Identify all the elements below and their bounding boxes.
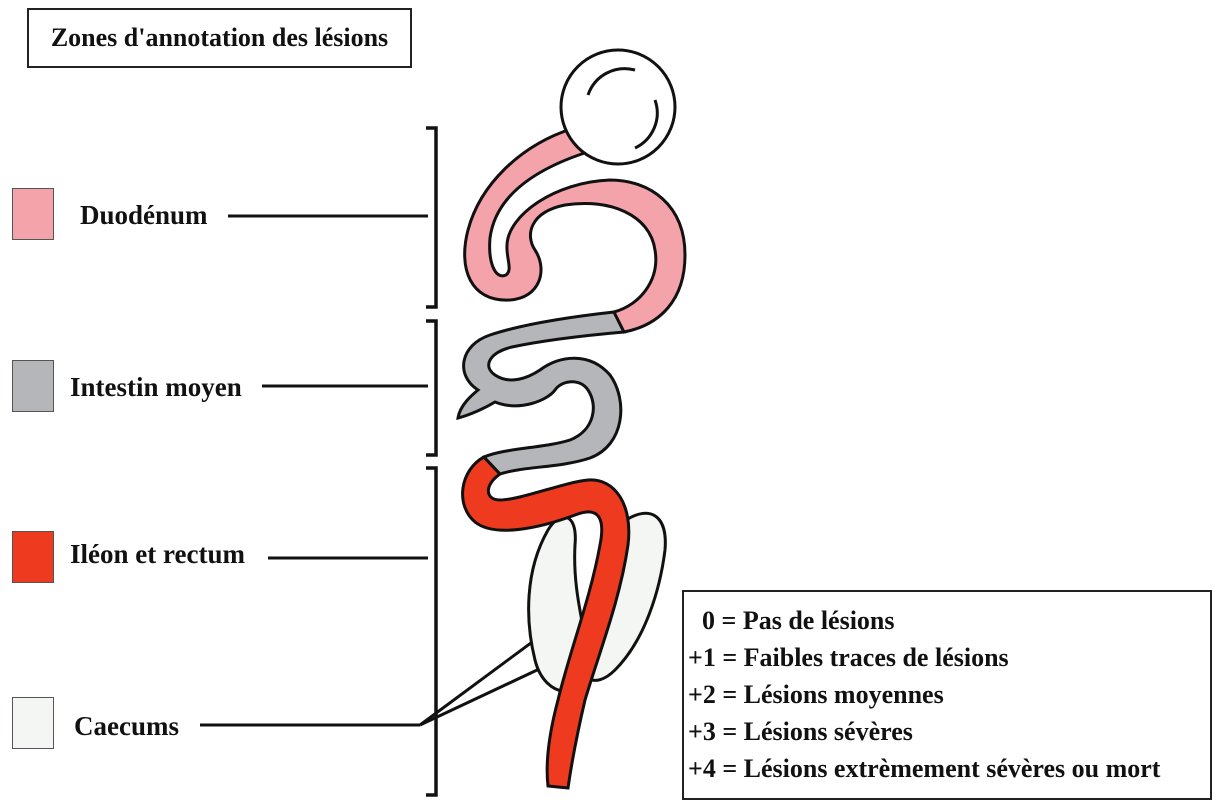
ileon-rectum-bracket bbox=[426, 468, 436, 795]
intestin-moyen-bracket bbox=[426, 321, 436, 455]
scale-item-0: 0 = Pas de lésions bbox=[688, 602, 1210, 639]
lesion-score-scale: 0 = Pas de lésions +1 = Faibles traces d… bbox=[682, 590, 1212, 800]
scale-item-1: +1 = Faibles traces de lésions bbox=[688, 639, 1210, 676]
gizzard-group bbox=[561, 50, 675, 164]
duodenum-segment bbox=[465, 128, 685, 332]
intestin-moyen-segment bbox=[458, 312, 624, 474]
scale-item-4: +4 = Lésions extrèmement sévères ou mort bbox=[688, 750, 1210, 787]
scale-item-2: +2 = Lésions moyennes bbox=[688, 676, 1210, 713]
scale-item-3: +3 = Lésions sévères bbox=[688, 713, 1210, 750]
